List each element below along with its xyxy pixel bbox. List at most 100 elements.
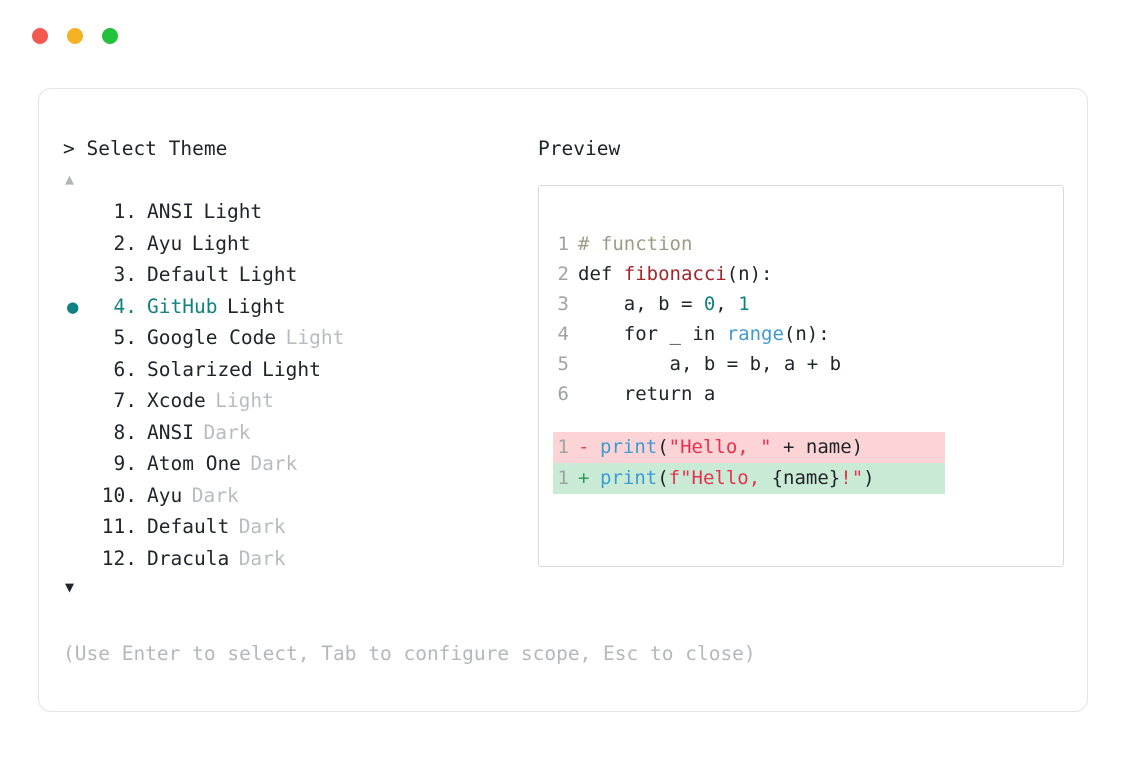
theme-item-number: 2. [101, 231, 138, 255]
theme-list-item[interactable]: 9. Atom One Dark [63, 448, 533, 480]
theme-item-variant: Dark [238, 515, 286, 538]
code-token: ( [657, 467, 669, 489]
code-line: 3 a, b = 0, 1 [539, 289, 1063, 319]
diff-removed-line: 1-print("Hello, " + name) [553, 432, 945, 463]
line-number: 5 [557, 353, 569, 375]
theme-item-name: Ayu [147, 231, 183, 255]
code-token: a, b = b, a + b [578, 353, 842, 375]
diff-block: 1-print("Hello, " + name)1+print(f"Hello… [539, 432, 1063, 494]
line-number: 1 [557, 436, 569, 458]
code-line: 5 a, b = b, a + b [539, 349, 1063, 379]
maximize-window-button[interactable] [102, 28, 118, 44]
line-number: 3 [557, 293, 569, 315]
code-token: for _ in [578, 323, 727, 345]
keyboard-hint: (Use Enter to select, Tab to configure s… [63, 642, 756, 665]
theme-item-number: 10. [101, 483, 137, 507]
code-token: "Hello, " [668, 436, 772, 458]
theme-item-variant: Light [191, 231, 251, 255]
theme-item-number: 1. [101, 200, 138, 223]
theme-item-variant: Light [285, 326, 345, 349]
theme-list-item[interactable]: 2. Ayu Light [63, 228, 533, 260]
theme-item-variant: Light [262, 357, 321, 381]
theme-item-name: ANSI [147, 200, 194, 223]
code-token: !" [840, 467, 864, 489]
theme-item-name: Solarized [147, 357, 253, 381]
theme-list-item[interactable]: 3. Default Light [63, 259, 533, 291]
theme-item-name: Default [147, 263, 230, 286]
theme-item-variant: Light [203, 200, 263, 223]
theme-item-number: 12. [101, 546, 137, 570]
theme-item-number: 5. [101, 326, 138, 349]
theme-item-number: 8. [101, 420, 138, 444]
code-token: + name) [771, 436, 864, 458]
line-number: 1 [557, 233, 569, 255]
code-token: def [578, 263, 624, 285]
theme-list-item[interactable]: 12. Dracula Dark [63, 543, 533, 575]
code-token: range [726, 323, 784, 345]
theme-list-item[interactable]: 6. Solarized Light [63, 354, 533, 386]
line-number: 6 [557, 383, 569, 405]
code-token: return a [578, 383, 716, 405]
selected-bullet-icon: ● [67, 295, 79, 318]
code-line: 6 return a [539, 379, 1063, 409]
line-number: 2 [557, 263, 569, 285]
theme-item-name: Atom One [147, 452, 241, 475]
theme-list-item[interactable]: 5. Google Code Light [63, 322, 533, 354]
theme-item-variant: Dark [250, 452, 298, 475]
theme-list-item[interactable]: 8. ANSI Dark [63, 417, 533, 449]
theme-item-variant: Light [226, 294, 286, 318]
code-token: a, b = [578, 293, 704, 315]
code-token: f"Hello, [668, 467, 772, 489]
scroll-up-icon[interactable]: ▲ [65, 170, 75, 188]
theme-item-name: Google Code [147, 326, 277, 349]
theme-item-number: 4. [101, 294, 138, 318]
theme-item-number: 7. [101, 389, 138, 412]
preview-title: Preview [538, 137, 621, 160]
code-token: 0 [703, 293, 716, 315]
theme-item-number: 9. [101, 452, 138, 475]
theme-item-variant: Dark [238, 546, 286, 570]
diff-minus-icon: - [578, 436, 590, 458]
code-token: (n): [783, 323, 830, 345]
theme-list-item[interactable]: 10. Ayu Dark [63, 480, 533, 512]
theme-item-variant: Dark [203, 420, 251, 444]
code-line: 4 for _ in range(n): [539, 319, 1063, 349]
code-token: fibonacci [623, 263, 727, 285]
code-token: ) [863, 467, 875, 489]
theme-item-variant: Light [238, 263, 298, 286]
close-window-button[interactable] [32, 28, 48, 44]
theme-list-item[interactable]: 11. Default Dark [63, 511, 533, 543]
theme-item-number: 6. [101, 357, 138, 381]
code-line: 1 # function [539, 229, 1063, 259]
theme-item-number: 11. [101, 515, 137, 538]
code-token: 1 [738, 293, 750, 315]
theme-item-variant: Light [215, 389, 274, 412]
window-titlebar [0, 0, 1129, 72]
theme-item-name: ANSI [147, 420, 194, 444]
code-token: {name} [771, 467, 841, 489]
code-spacer [539, 409, 1063, 432]
theme-list-item[interactable]: 1. ANSI Light [63, 196, 533, 228]
minimize-window-button[interactable] [67, 28, 83, 44]
theme-item-number: 3. [101, 263, 138, 286]
code-token: ( [657, 436, 669, 458]
code-token: (n): [726, 263, 773, 285]
code-line: 2 def fibonacci(n): [539, 259, 1063, 289]
scroll-down-icon[interactable]: ▼ [65, 578, 75, 596]
code-token: # function [578, 233, 693, 255]
theme-item-name: Dracula [147, 546, 230, 570]
page-title: > Select Theme [63, 137, 228, 160]
theme-item-variant: Dark [191, 483, 239, 507]
line-number: 1 [557, 467, 569, 489]
code-token: print [600, 436, 658, 458]
theme-item-name: Ayu [147, 483, 183, 507]
theme-item-name: Default [147, 515, 230, 538]
